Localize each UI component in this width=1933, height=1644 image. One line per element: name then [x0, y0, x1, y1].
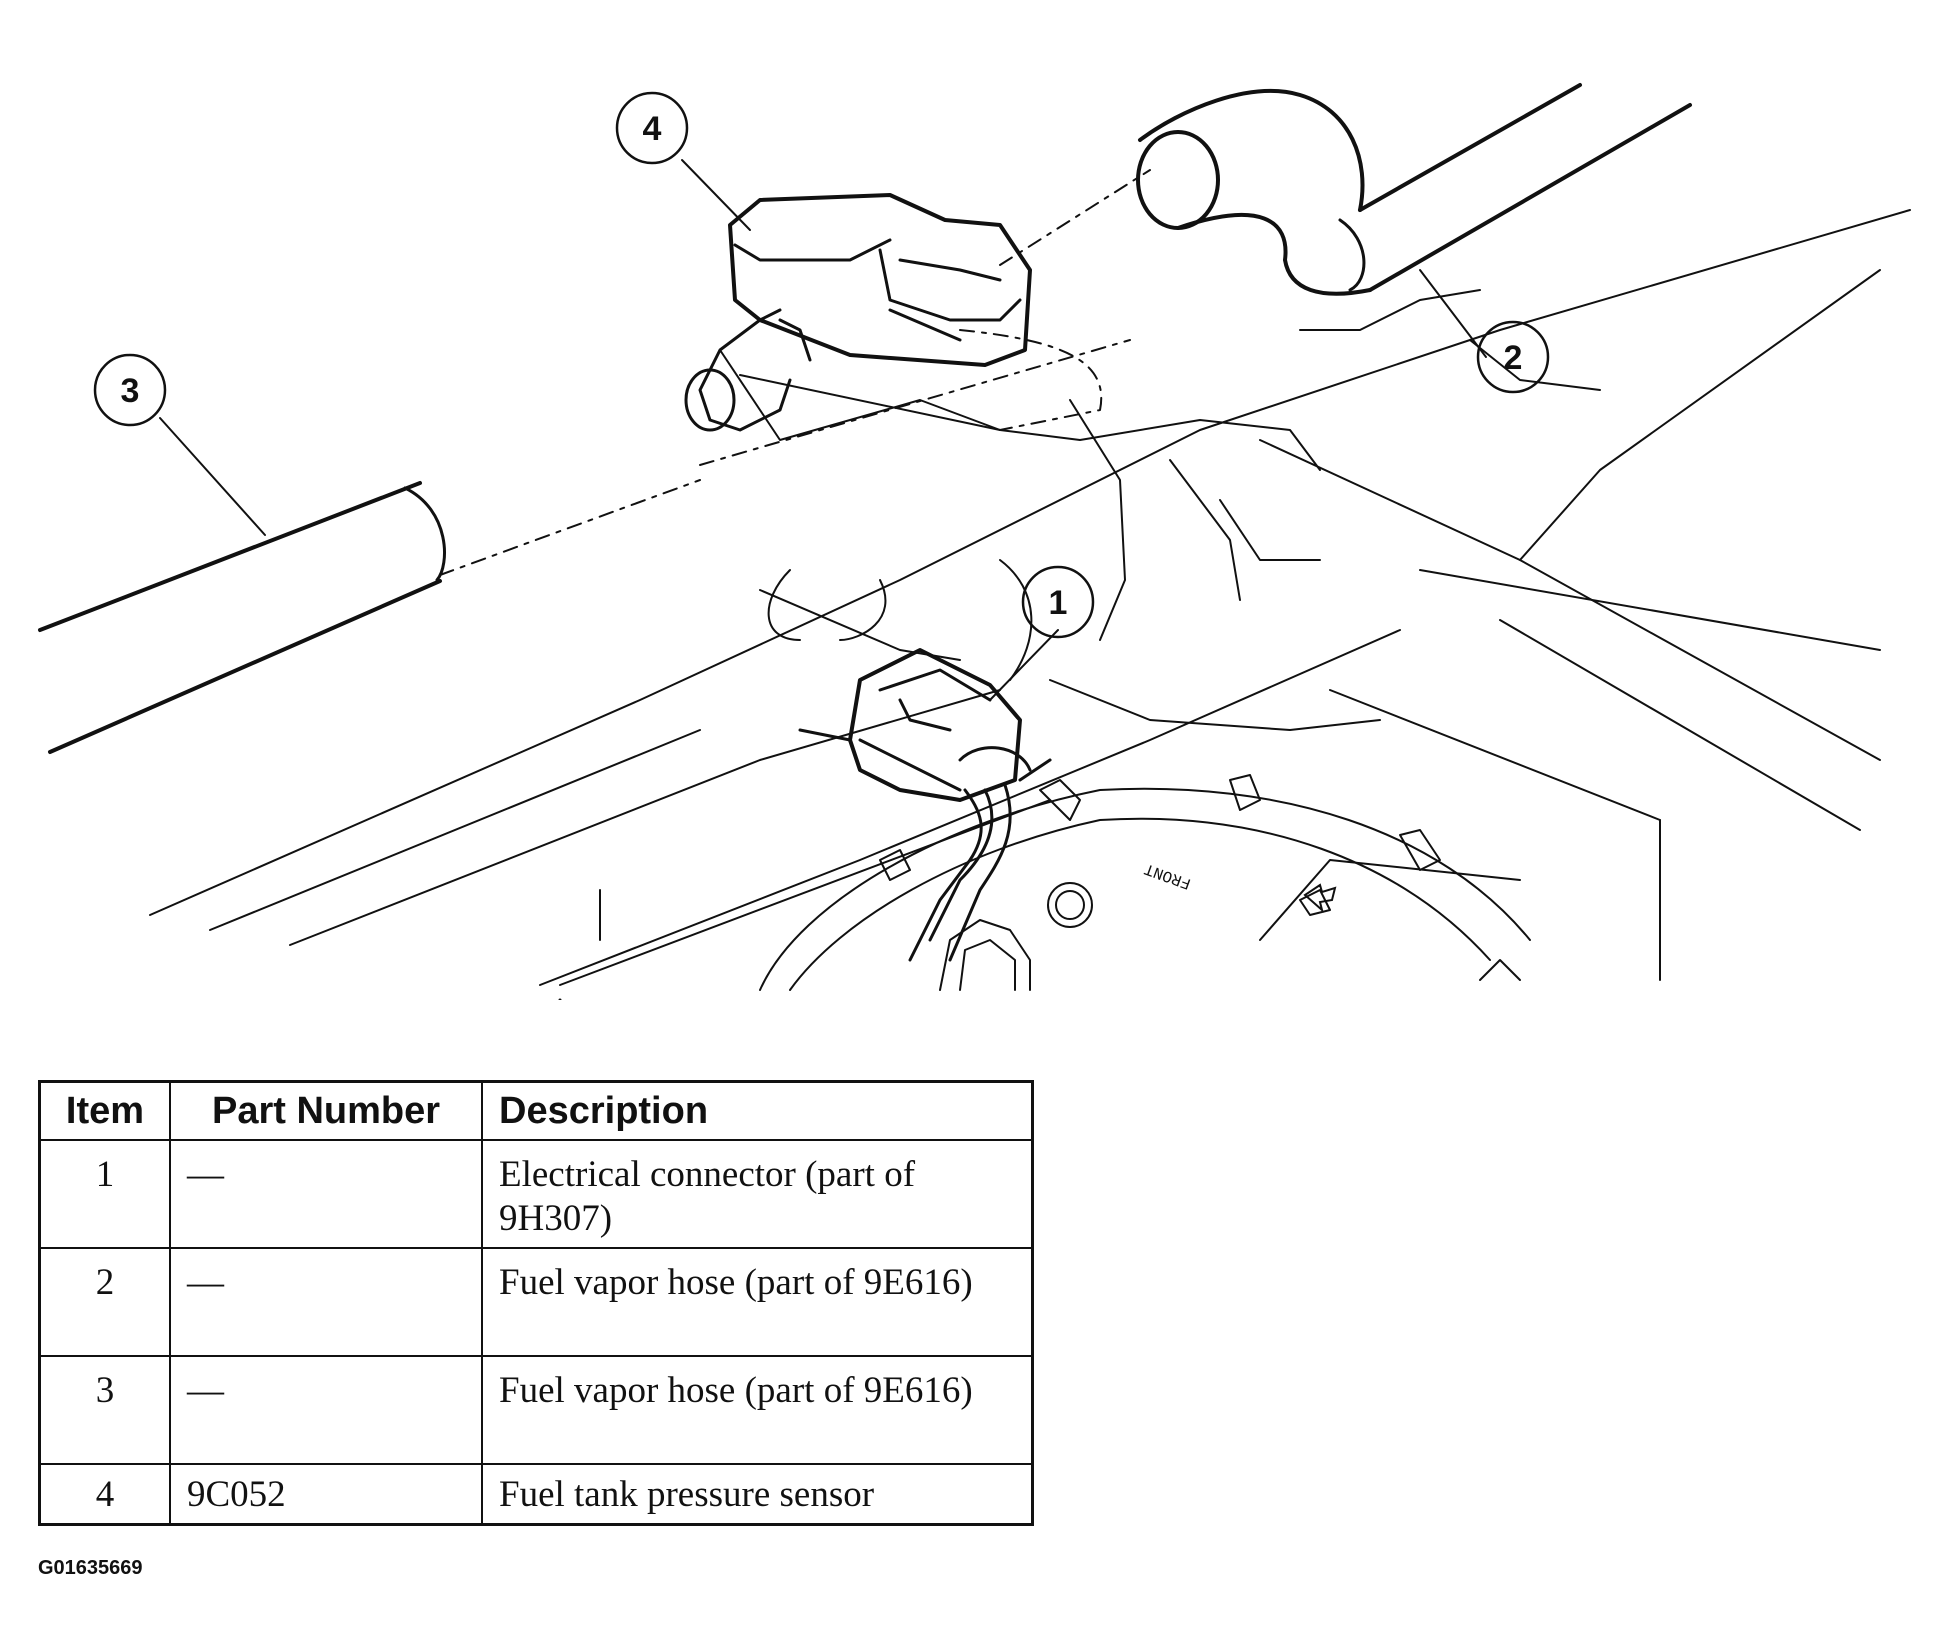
callout-3-circle [93, 353, 167, 427]
cell-item: 4 [38, 1463, 171, 1525]
fuel-tank-pressure-sensor [558, 193, 1032, 1000]
table-row: 1 — Electrical connector (part of 9H307) [38, 1139, 1034, 1249]
electrical-connector [798, 648, 1052, 962]
parts-table: Item Part Number Description 1 — Electri… [38, 1080, 1034, 1526]
cell-description: Fuel vapor hose (part of 9E616) [481, 1247, 1034, 1357]
fuel-vapor-hose-2 [1136, 83, 1692, 296]
column-header-item: Item [38, 1080, 171, 1141]
cell-part-number: — [169, 1355, 483, 1465]
callout-2-label: 2 [1504, 339, 1523, 377]
callout-1-circle [1021, 565, 1095, 639]
fuel-pump-module [759, 774, 1531, 991]
fuel-tank-outline [149, 209, 1911, 986]
cell-part-number: — [169, 1139, 483, 1249]
callout-2-circle [1476, 320, 1550, 394]
callout-leaders [159, 159, 1487, 701]
table-header-row: Item Part Number Description [38, 1080, 1034, 1141]
cell-item: 1 [38, 1139, 171, 1249]
fuel-tank-pressure-sensor-diagram: 4 2 3 1 FRONT [38, 83, 1911, 1000]
table-row: 2 — Fuel vapor hose (part of 9E616) [38, 1247, 1034, 1357]
column-header-description: Description [481, 1080, 1034, 1141]
cell-item: 2 [38, 1247, 171, 1357]
front-direction-arrow-icon [1303, 883, 1337, 913]
cell-description: Fuel vapor hose (part of 9E616) [481, 1355, 1034, 1465]
table-row: 3 — Fuel vapor hose (part of 9E616) [38, 1355, 1034, 1465]
figure-id: G01635669 [38, 1557, 143, 1579]
callout-4-label: 4 [643, 110, 662, 148]
cell-description: Fuel tank pressure sensor [481, 1463, 1034, 1525]
table-row: 4 9C052 Fuel tank pressure sensor [38, 1463, 1034, 1525]
callout-4-circle [615, 91, 689, 165]
cell-description: Electrical connector (part of 9H307) [481, 1139, 1034, 1249]
callout-3-label: 3 [121, 372, 140, 410]
cell-part-number: 9C052 [169, 1463, 483, 1525]
column-header-part-number: Part Number [169, 1080, 483, 1141]
cell-item: 3 [38, 1355, 171, 1465]
callout-1-label: 1 [1049, 584, 1068, 622]
cell-part-number: — [169, 1247, 483, 1357]
fuel-vapor-hose-3 [38, 479, 701, 754]
tank-front-marking: FRONT [1142, 859, 1193, 892]
